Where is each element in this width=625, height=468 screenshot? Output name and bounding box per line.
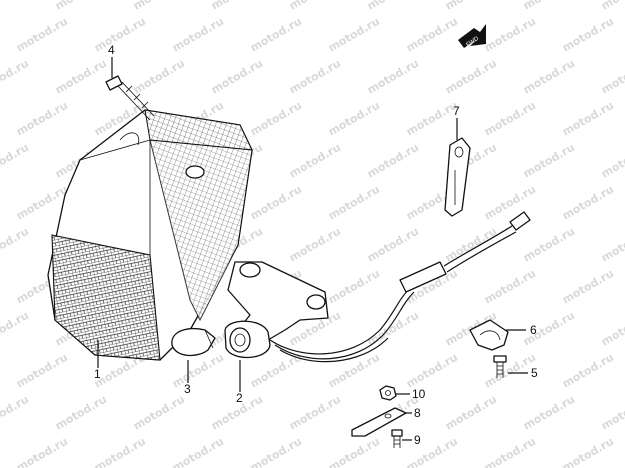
watermark-text: motod.ru: [599, 141, 625, 181]
watermark-text: motod.ru: [14, 351, 70, 391]
watermark-text: motod.ru: [14, 435, 70, 468]
watermark-text: motod.ru: [326, 351, 382, 391]
callout-3: 3: [184, 382, 191, 396]
watermark-text: motod.ru: [560, 15, 616, 55]
callout-2: 2: [236, 391, 243, 405]
part-10-nut: [379, 385, 397, 401]
watermark-text: motod.ru: [521, 393, 577, 433]
watermark-text: motod.ru: [0, 0, 31, 13]
watermark-text: motod.ru: [599, 309, 625, 349]
watermark-text: motod.ru: [287, 225, 343, 265]
watermark-text: motod.ru: [209, 57, 265, 97]
watermark-text: motod.ru: [482, 99, 538, 139]
watermark-text: motod.ru: [443, 393, 499, 433]
callout-4: 4: [108, 43, 115, 57]
watermark-text: motod.ru: [170, 435, 226, 468]
watermark-text: motod.ru: [560, 267, 616, 307]
watermark-text: motod.ru: [599, 225, 625, 265]
watermark-text: motod.ru: [560, 435, 616, 468]
watermark-text: motod.ru: [365, 0, 421, 13]
callout-8: 8: [414, 406, 421, 420]
watermark-text: motod.ru: [326, 435, 382, 468]
watermark-text: motod.ru: [404, 99, 460, 139]
callout-labels: 4 1 3 2 7 6 5 10 8 9: [94, 43, 538, 447]
part-4-screw: [105, 75, 155, 121]
watermark-text: motod.ru: [365, 141, 421, 181]
watermark-text: motod.ru: [0, 141, 31, 181]
watermark-text: motod.ru: [521, 141, 577, 181]
part-8-bracket-plate: [351, 407, 407, 437]
part-2-socket-bracket: [224, 261, 329, 359]
watermark-text: motod.ru: [560, 351, 616, 391]
watermark-text: motod.ru: [131, 393, 187, 433]
watermark-text: motod.ru: [599, 0, 625, 13]
watermark-text: motod.ru: [131, 57, 187, 97]
part-9-small-bolt: [391, 429, 403, 448]
watermark-text: motod.ru: [521, 0, 577, 13]
part-1-lens-housing: [47, 109, 253, 361]
watermark-text: motod.ru: [404, 351, 460, 391]
callout-10: 10: [412, 387, 426, 401]
watermark-text: motod.ru: [209, 0, 265, 13]
part-3-bulb: [171, 327, 216, 357]
watermark-text: motod.ru: [287, 141, 343, 181]
watermark-text: motod.ru: [365, 309, 421, 349]
watermark-text: motod.ru: [14, 99, 70, 139]
watermark-text: motod.ru: [287, 57, 343, 97]
watermark-text: motod.ru: [326, 267, 382, 307]
watermark-text: motod.ru: [248, 15, 304, 55]
watermark-text: motod.ru: [326, 183, 382, 223]
watermark-text: motod.ru: [92, 435, 148, 468]
part-5-bolt: [493, 355, 507, 378]
watermark-text: motod.ru: [326, 15, 382, 55]
watermark-text: motod.ru: [599, 393, 625, 433]
watermark-text: motod.ru: [404, 435, 460, 468]
wiring-harness: [269, 211, 531, 363]
watermark-text: motod.ru: [287, 393, 343, 433]
watermark-text: motod.ru: [131, 0, 187, 13]
watermark-text: motod.ru: [53, 0, 109, 13]
part-7-cable-guide: [444, 137, 471, 217]
callout-6: 6: [530, 323, 537, 337]
watermark-text: motod.ru: [404, 15, 460, 55]
watermark-text: motod.ru: [521, 57, 577, 97]
watermark-text: motod.ru: [482, 15, 538, 55]
watermark-text: motod.ru: [248, 183, 304, 223]
callout-5: 5: [531, 366, 538, 380]
watermark-text: motod.ru: [560, 99, 616, 139]
watermark-text: motod.ru: [170, 351, 226, 391]
watermark-text: motod.ru: [248, 99, 304, 139]
watermark-text: motod.ru: [0, 57, 31, 97]
watermark-text: motod.ru: [443, 225, 499, 265]
callout-9: 9: [414, 433, 421, 447]
watermark-text: motod.ru: [0, 309, 31, 349]
watermark-text: motod.ru: [248, 435, 304, 468]
watermark-text: motod.ru: [170, 15, 226, 55]
watermark-text: motod.ru: [482, 351, 538, 391]
watermark-text: motod.ru: [521, 225, 577, 265]
callout-1: 1: [94, 367, 101, 381]
watermark-text: motod.ru: [0, 225, 31, 265]
leader-lines: [97, 57, 528, 441]
watermark-text: motod.ru: [482, 435, 538, 468]
watermark-text: motod.ru: [53, 57, 109, 97]
watermark-text: motod.ru: [482, 267, 538, 307]
watermark-text: motod.ru: [599, 57, 625, 97]
watermark-text: motod.ru: [14, 15, 70, 55]
watermark-text: motod.ru: [560, 183, 616, 223]
watermark-text: motod.ru: [443, 0, 499, 13]
watermark-text: motod.ru: [365, 225, 421, 265]
part-6-clamp: [469, 319, 509, 351]
watermark-text: motod.ru: [326, 99, 382, 139]
watermark-text: motod.ru: [92, 15, 148, 55]
watermark-text: motod.ru: [482, 183, 538, 223]
watermark-text: motod.ru: [443, 57, 499, 97]
callout-7: 7: [453, 104, 460, 118]
watermark-text: motod.ru: [365, 57, 421, 97]
watermark-text: motod.ru: [287, 0, 343, 13]
watermark-text: motod.ru: [53, 393, 109, 433]
watermark-text: motod.ru: [0, 393, 31, 433]
